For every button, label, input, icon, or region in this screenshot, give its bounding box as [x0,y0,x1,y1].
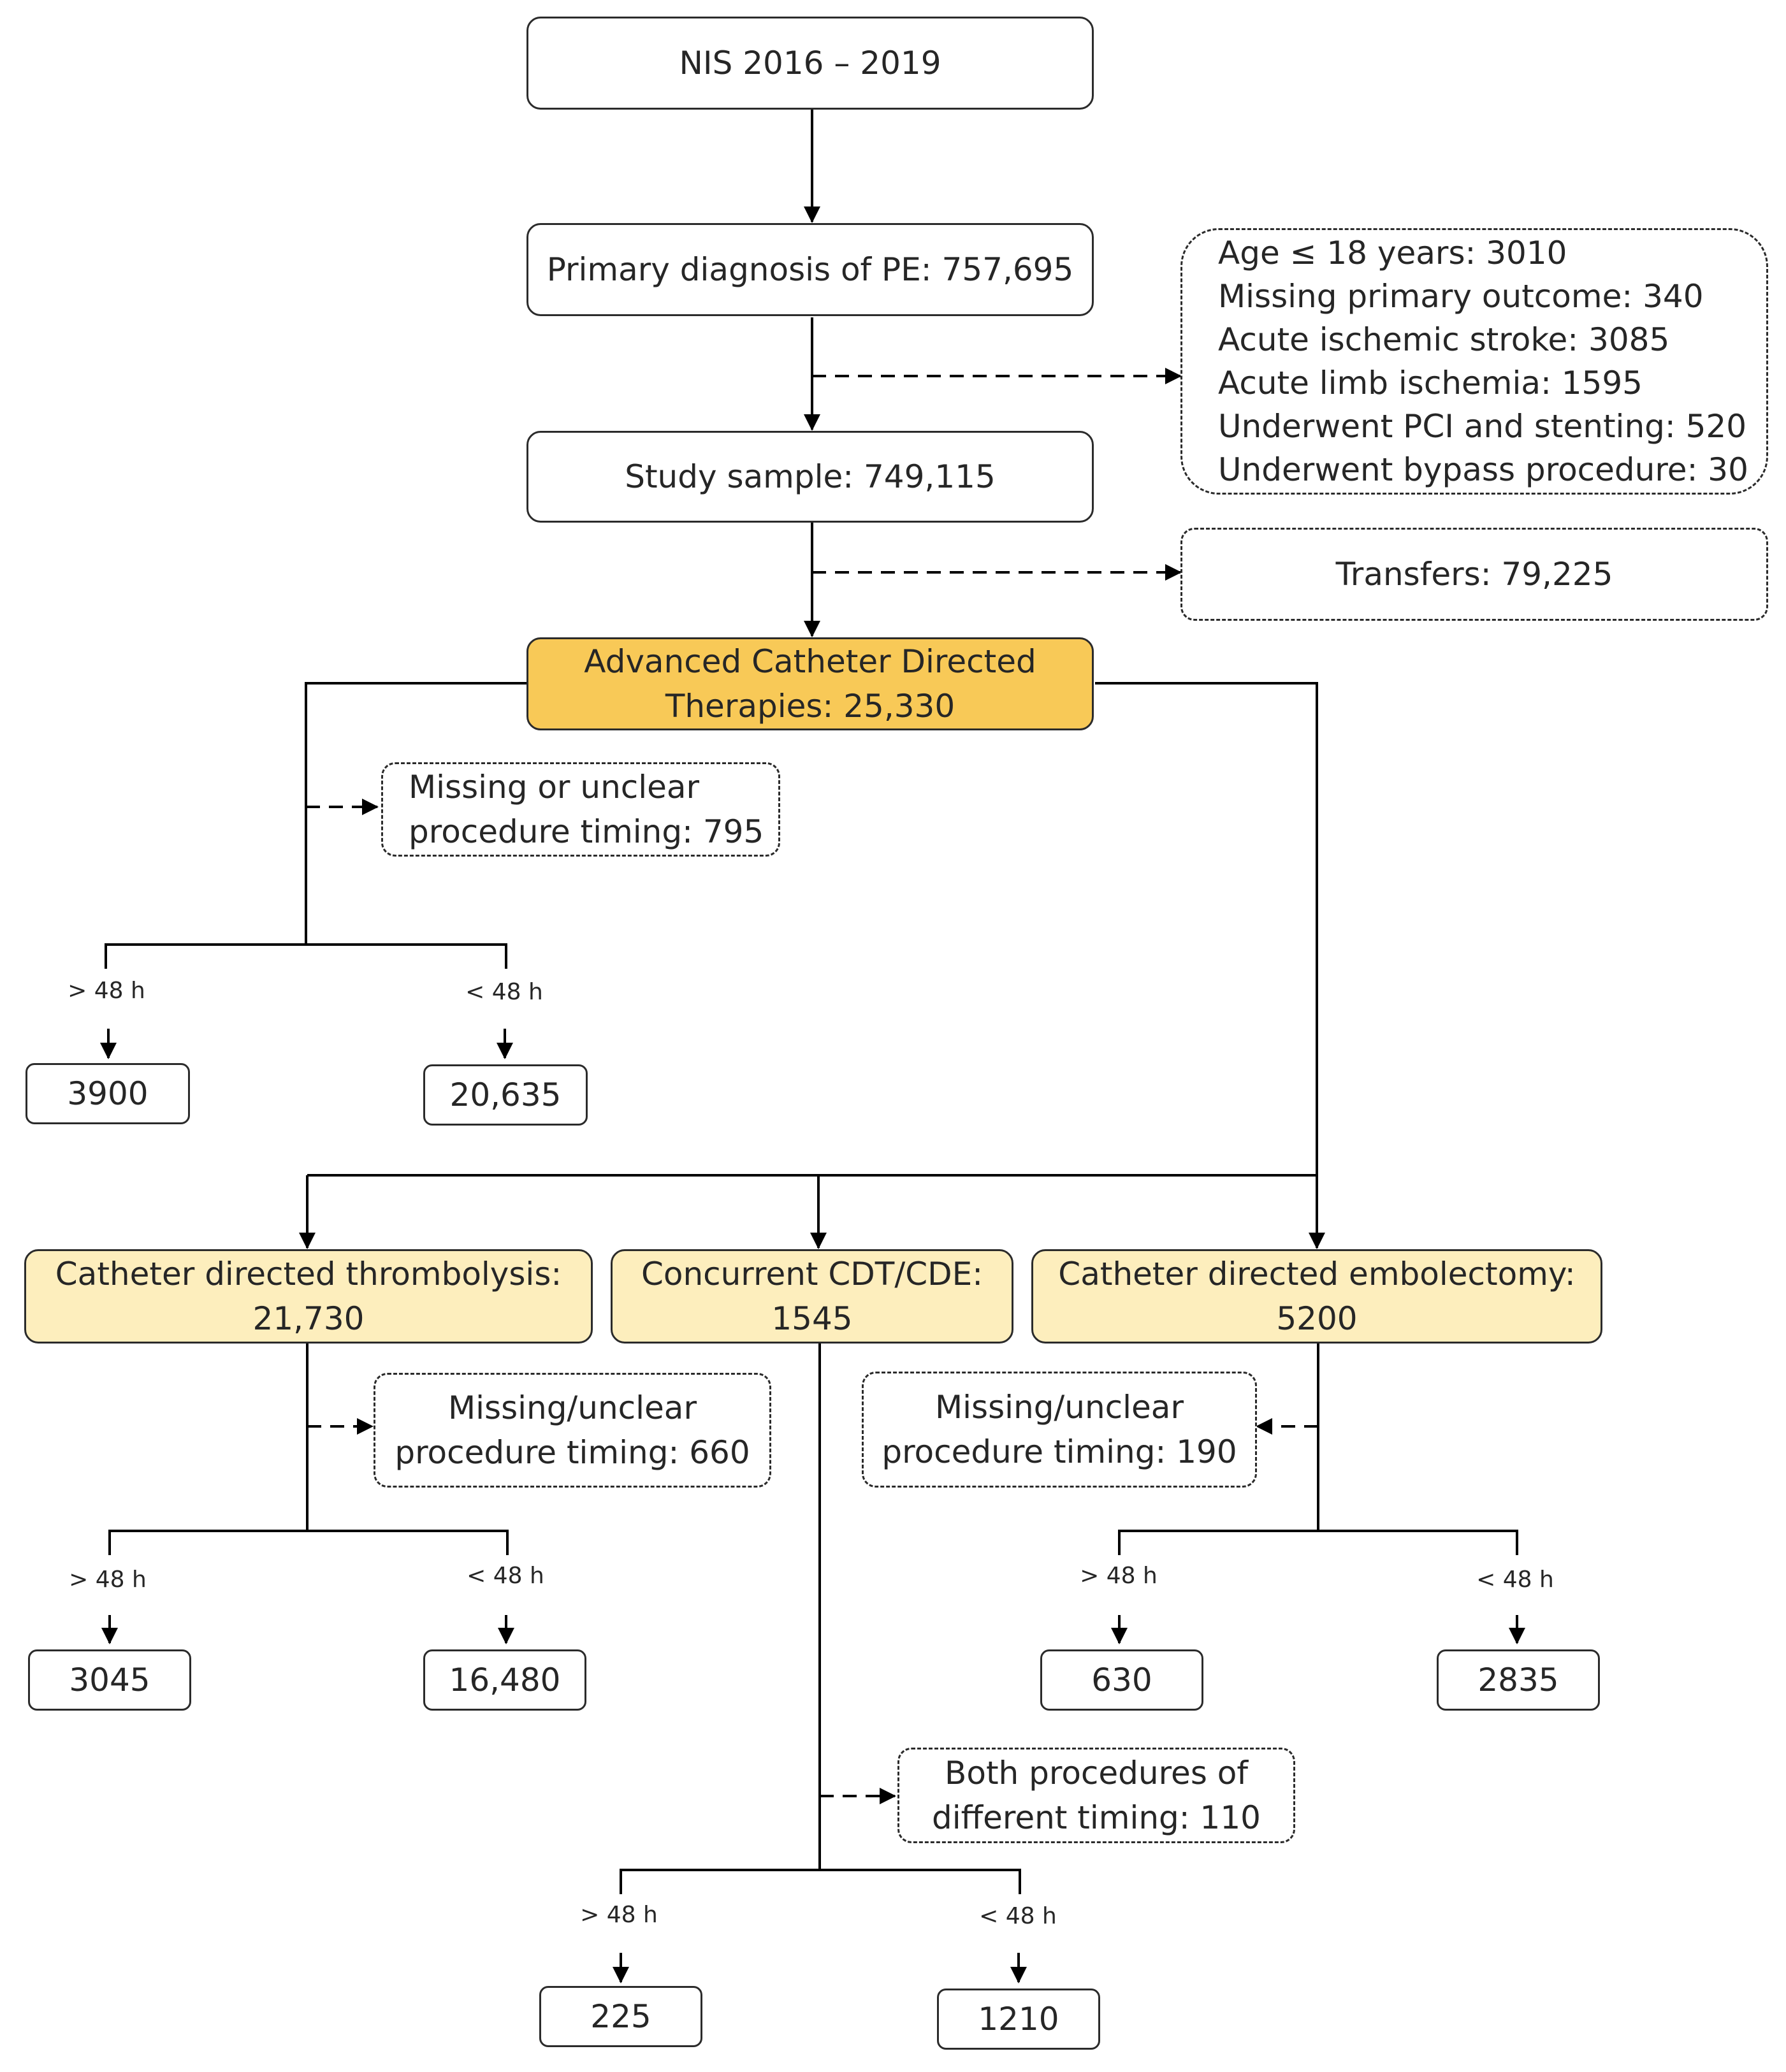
cde-missing-line-2: procedure timing: 190 [882,1433,1237,1470]
conc-gt-value: 225 [590,1998,651,2035]
adv-gt-value: 3900 [67,1075,149,1112]
advanced-therapies-box: Advanced Catheter Directed Therapies: 25… [526,637,1094,730]
cde-missing-box: Missing/unclear procedure timing: 190 [862,1372,1257,1488]
concurrent-split [620,1869,1021,1894]
concurrent-box: Concurrent CDT/CDE: 1545 [611,1249,1013,1344]
cdt-split [108,1530,509,1555]
exclusion-item: Acute limb ischemia: 1595 [1218,365,1643,402]
nis-text: NIS 2016 – 2019 [679,45,941,82]
exclusion-item: Age ≤ 18 years: 3010 [1218,235,1567,272]
cde-box: Catheter directed embolectomy: 5200 [1031,1249,1602,1344]
cde-gt-value: 630 [1091,1662,1152,1699]
cde-missing-line-1: Missing/unclear [934,1389,1184,1426]
primary-diagnosis-text: Primary diagnosis of PE: 757,695 [546,251,1074,288]
advanced-line-2: Therapies: 25,330 [665,688,955,725]
adv-gt-label: > 48 h [68,978,145,1004]
adv-lt-label: < 48 h [465,979,543,1005]
cde-lt-label: < 48 h [1476,1567,1554,1593]
cde-split [1118,1530,1518,1555]
cdt-line-2: 21,730 [252,1300,365,1337]
advanced-missing-line-2: procedure timing: 795 [409,813,764,850]
cde-lt-count: 2835 [1437,1649,1600,1711]
concurrent-line-2: 1545 [771,1300,853,1337]
conc-gt-count: 225 [539,1986,702,2047]
transfers-text: Transfers: 79,225 [1335,556,1613,593]
exclusion-item: Underwent bypass procedure: 30 [1218,451,1748,488]
exclusions-box: Age ≤ 18 years: 3010 Missing primary out… [1180,228,1768,495]
cdt-missing-line-2: procedure timing: 660 [395,1434,750,1471]
adv-lt-count: 20,635 [423,1064,588,1126]
both-diff-timing-box: Both procedures of different timing: 110 [897,1748,1295,1843]
cdt-lt-count: 16,480 [423,1649,586,1711]
study-sample-text: Study sample: 749,115 [625,458,996,495]
exclusion-item: Missing primary outcome: 340 [1218,278,1704,315]
advanced-split [105,943,507,969]
cde-line-1: Catheter directed embolectomy: [1058,1256,1576,1293]
advanced-line-1: Advanced Catheter Directed [584,643,1036,680]
cdt-lt-value: 16,480 [449,1662,561,1699]
conc-lt-value: 1210 [978,2001,1059,2038]
cdt-gt-value: 3045 [69,1662,150,1699]
cde-gt-label: > 48 h [1080,1563,1158,1589]
advanced-right-branch [1095,682,1318,1175]
cdt-line-1: Catheter directed thrombolysis: [55,1256,562,1293]
cdt-box: Catheter directed thrombolysis: 21,730 [24,1249,593,1344]
study-sample-box: Study sample: 749,115 [526,431,1094,523]
both-diff-line-1: Both procedures of [945,1755,1248,1792]
exclusion-item: Acute ischemic stroke: 3085 [1218,321,1670,358]
conc-gt-label: > 48 h [580,1902,658,1928]
both-diff-line-2: different timing: 110 [932,1799,1261,1836]
conc-lt-count: 1210 [937,1989,1100,2050]
cdt-gt-count: 3045 [28,1649,191,1711]
cde-gt-count: 630 [1040,1649,1203,1711]
advanced-left-branch [305,682,528,945]
exclusion-item: Underwent PCI and stenting: 520 [1218,408,1747,445]
cde-lt-value: 2835 [1477,1662,1559,1699]
concurrent-line-1: Concurrent CDT/CDE: [641,1256,984,1293]
conc-lt-label: < 48 h [979,1903,1057,1929]
cdt-gt-label: > 48 h [69,1567,147,1593]
adv-lt-value: 20,635 [449,1076,562,1113]
primary-diagnosis-box: Primary diagnosis of PE: 757,695 [526,223,1094,316]
cdt-lt-label: < 48 h [467,1563,544,1589]
transfers-box: Transfers: 79,225 [1180,528,1768,621]
adv-gt-count: 3900 [25,1063,190,1124]
cde-line-2: 5200 [1276,1300,1358,1337]
cdt-missing-box: Missing/unclear procedure timing: 660 [374,1373,771,1488]
advanced-missing-line-1: Missing or unclear [409,769,700,806]
advanced-missing-box: Missing or unclear procedure timing: 795 [381,762,780,857]
cdt-missing-line-1: Missing/unclear [447,1389,697,1426]
nis-box: NIS 2016 – 2019 [526,17,1094,110]
